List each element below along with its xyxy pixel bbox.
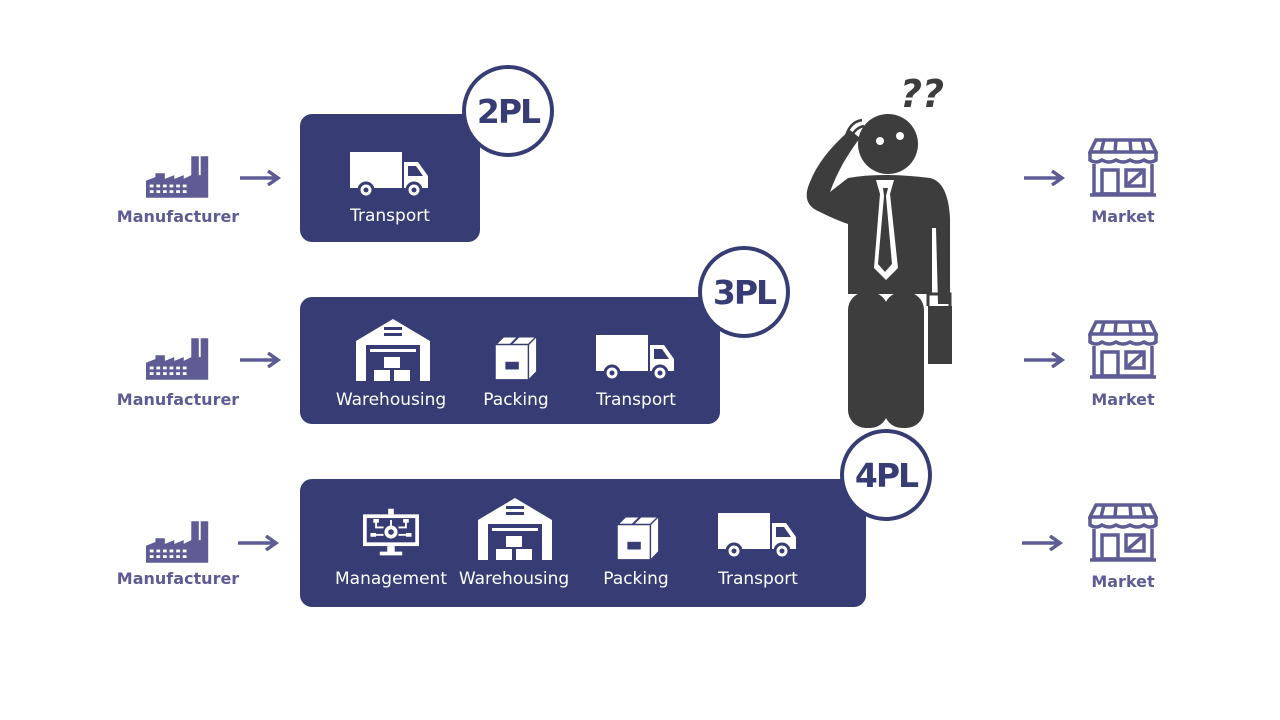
- arrow-right-icon: [238, 535, 280, 551]
- truck-icon: [350, 152, 430, 198]
- service-label-packing: Packing: [603, 569, 669, 589]
- manufacturer-label-4pl: Manufacturer: [116, 569, 240, 588]
- confused-businessman-icon: [806, 114, 952, 428]
- factory-icon: [146, 337, 212, 381]
- service-label-warehousing: Warehousing: [335, 390, 447, 410]
- storefront-icon: [1088, 503, 1158, 563]
- badge-2pl: 2PL: [462, 65, 554, 157]
- service-box-3pl: Warehousing Packing Transport: [300, 297, 720, 424]
- service-box-4pl: Management Warehousing Packing Transport: [300, 479, 866, 607]
- arrow-right-icon: [1024, 352, 1066, 368]
- arrow-right-icon: [1022, 535, 1064, 551]
- service-label-transport: Transport: [350, 206, 430, 226]
- arrow-right-icon: [240, 170, 282, 186]
- badge-3pl: 3PL: [698, 246, 790, 338]
- service-label-management: Management: [335, 569, 447, 589]
- manufacturer-label-2pl: Manufacturer: [116, 207, 240, 226]
- service-label-transport: Transport: [596, 390, 676, 410]
- arrow-right-icon: [240, 352, 282, 368]
- manufacturer-label-3pl: Manufacturer: [116, 390, 240, 409]
- badge-4pl: 4PL: [840, 429, 932, 521]
- truck-icon: [596, 335, 676, 381]
- box-icon: [490, 333, 538, 381]
- service-label-transport: Transport: [718, 569, 798, 589]
- service-box-2pl: Transport: [300, 114, 480, 242]
- market-label-4pl: Market: [1091, 572, 1155, 591]
- computer-network-icon: [363, 507, 419, 559]
- market-label-3pl: Market: [1091, 390, 1155, 409]
- service-label-warehousing: Warehousing: [458, 569, 570, 589]
- arrow-right-icon: [1024, 170, 1066, 186]
- factory-icon: [146, 520, 212, 564]
- factory-icon: [146, 155, 212, 199]
- box-icon: [612, 513, 660, 561]
- storefront-icon: [1088, 138, 1158, 198]
- market-label-2pl: Market: [1091, 207, 1155, 226]
- warehouse-icon: [478, 498, 552, 560]
- warehouse-icon: [356, 319, 430, 381]
- question-marks: ??: [900, 72, 945, 116]
- storefront-icon: [1088, 320, 1158, 380]
- truck-icon: [718, 513, 798, 559]
- service-label-packing: Packing: [483, 390, 549, 410]
